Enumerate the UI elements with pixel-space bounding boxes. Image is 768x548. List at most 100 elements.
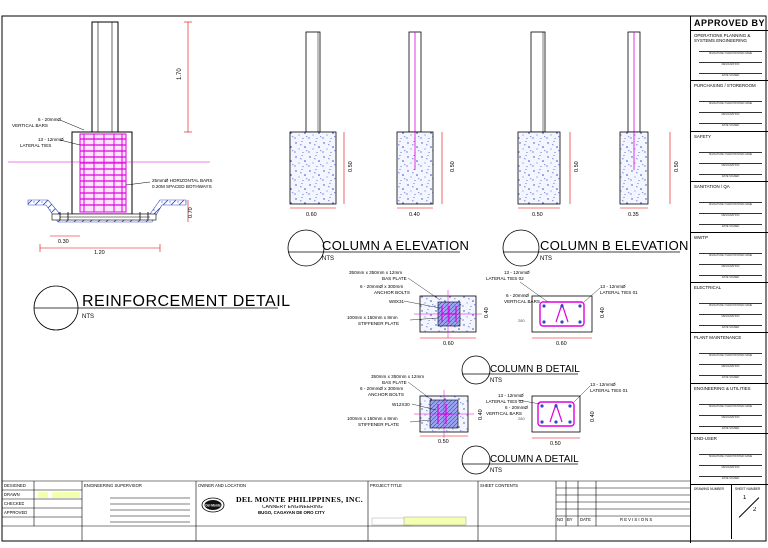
approval-panel: APPROVED BY OPERATIONS PLANNING & SYSTEM… xyxy=(690,16,768,543)
b-anchor-2: ANCHOR BOLTS xyxy=(374,290,410,295)
checked-label: CHECKED xyxy=(4,501,25,506)
col-a-elev-nts: NTS xyxy=(322,256,334,262)
approval-date-line[interactable]: DATE SIGNED xyxy=(699,274,762,279)
col-b-elev-nts: NTS xyxy=(540,256,552,262)
vertical-bars-label-1: 6 - 20mmØ xyxy=(38,117,61,122)
b-lat02-2: LATERAL TIES 02 xyxy=(486,276,524,281)
approval-section: OPERATIONS PLANNING & SYSTEMS ENGINEERIN… xyxy=(691,31,768,82)
department-name: CANNERY ENGINEERING xyxy=(262,505,323,510)
column-b-detail: 0.60 0.40 350mm x 350mm x 12mm BAS PLATE… xyxy=(347,270,638,385)
approval-designation-line[interactable]: DESIGNATION xyxy=(699,263,762,268)
a-lat01-1: 13 - 12mmØ xyxy=(590,382,616,387)
approval-section-label: PLANT MAINTENANCE xyxy=(694,335,742,341)
a-anchor-1: 6 - 20mmØ x 300mm xyxy=(360,386,403,391)
b-base-plate-1: 350mm x 350mm x 12mm xyxy=(349,270,402,275)
vertical-bars-label-2: VERTICAL BARS xyxy=(12,123,48,128)
approval-designation-line[interactable]: DESIGNATION xyxy=(699,364,762,368)
a-lat02-1: 13 - 12mmØ xyxy=(498,393,524,398)
a-lat02-2: LATERAL TIES 02 xyxy=(486,399,524,404)
approval-section-label: END-USER xyxy=(694,436,717,442)
approval-signature-line[interactable]: SIGNATURE OVER PRINTED NAME xyxy=(699,151,762,156)
b-lat02-1: 13 - 12mmØ xyxy=(504,270,530,275)
b-stiffener-1: 100mm x 150mm x 8mm xyxy=(347,315,398,320)
b-plan2-dim: 0.60 xyxy=(556,341,567,347)
approval-signature-line[interactable]: SIGNATURE OVER PRINTED NAME xyxy=(699,454,762,458)
designed-label: DESIGNED xyxy=(4,483,26,488)
a-stiffener-1: 100mm x 150mm x 8mm xyxy=(347,416,398,421)
approval-date-line[interactable]: DATE SIGNED xyxy=(699,425,762,430)
approval-designation-line[interactable]: DESIGNATION xyxy=(699,414,762,419)
reinforcement-nts: NTS xyxy=(82,314,94,320)
a-w12: W12X30 xyxy=(392,402,410,407)
approval-signature-line[interactable]: SIGNATURE OVER PRINTED NAME xyxy=(699,302,762,307)
col-b-detail-nts: NTS xyxy=(490,378,502,384)
b-lat01-1: 13 - 12mmØ xyxy=(600,284,626,289)
approval-designation-line[interactable]: DESIGNATION xyxy=(699,213,762,217)
sheet-value-top: 1 xyxy=(743,494,747,501)
approval-section: ENGINEERING & UTILITIES SIGNATURE OVER PR… xyxy=(691,384,768,435)
project-title-label: PROJECT TITLE xyxy=(370,483,402,488)
lateral-ties-label-2: LATERAL TIES xyxy=(20,143,51,148)
approval-section-label: SANITATION / QA xyxy=(694,184,730,190)
b-plan2-dimv: 0.40 xyxy=(600,307,606,318)
approval-designation-line[interactable]: DESIGNATION xyxy=(699,465,762,469)
approval-designation-line[interactable]: DESIGNATION xyxy=(699,162,762,167)
approval-date-line[interactable]: DATE SIGNED xyxy=(699,324,762,329)
a-lat01-2: LATERAL TIES 01 xyxy=(590,388,628,393)
approval-section: SANITATION / QA SIGNATURE OVER PRINTED NA… xyxy=(691,182,768,233)
approval-section-label: OPERATIONS PLANNING & SYSTEMS ENGINEERIN… xyxy=(694,33,751,43)
a-plan2-dim: 0.50 xyxy=(550,441,561,447)
dim-pad: 0.30 xyxy=(58,239,69,245)
approval-section: END-USER SIGNATURE OVER PRINTED NAME DESIG… xyxy=(691,434,768,485)
horizontal-bars-label-1: 25mmØ HORIZONTAL BARS xyxy=(152,178,213,183)
svg-text:280: 280 xyxy=(518,318,525,323)
approval-section: WWTP SIGNATURE OVER PRINTED NAME DESIGNATI… xyxy=(691,233,768,283)
lateral-ties-label-1: 13 - 12mmØ xyxy=(38,137,64,142)
approval-designation-line[interactable]: DESIGNATION xyxy=(699,313,762,318)
sheet-contents-label: SHEET CONTENTS xyxy=(480,483,519,488)
col-b-elev-title: COLUMN B ELEVATION xyxy=(540,238,689,253)
drawn-label: DRAWN xyxy=(4,492,20,497)
col-a-dim-050: 0.50 xyxy=(348,161,354,172)
b-stiffener-2: STIFFENER PLATE xyxy=(358,321,399,326)
a-anchor-2: ANCHOR BOLTS xyxy=(368,392,404,397)
approval-date-line[interactable]: DATE SIGNED xyxy=(699,123,762,127)
approval-signature-line[interactable]: SIGNATURE OVER PRINTED NAME xyxy=(699,252,762,257)
column-b-elevation: 0.50 0.50 0.35 0.50 COLUMN B ELEVATION N… xyxy=(502,31,689,267)
logo-inner xyxy=(204,500,222,510)
col-a-dim-050b: 0.50 xyxy=(450,161,456,172)
approval-section-label: WWTP xyxy=(694,234,708,240)
approval-date-line[interactable]: DATE SIGNED xyxy=(699,476,762,480)
approval-date-line[interactable]: DATE SIGNED xyxy=(699,173,762,178)
a-vert-1: 6 - 20mmØ xyxy=(505,405,528,410)
approval-date-line[interactable]: DATE SIGNED xyxy=(699,375,762,379)
revisions-label: R E V I S I O N S xyxy=(620,517,653,522)
dim-height: 1.70 xyxy=(177,68,183,80)
b-vert-2: VERTICAL BARS xyxy=(504,299,540,304)
approval-section-label: PURCHASING / STOREROOM xyxy=(694,83,756,89)
approval-signature-line[interactable]: SIGNATURE OVER PRINTED NAME xyxy=(699,101,762,105)
col-b-dim-035: 0.35 xyxy=(628,212,639,218)
col-b-dim-050v2: 0.50 xyxy=(674,161,680,172)
b-plan1-dimv: 0.40 xyxy=(484,307,490,318)
eng-supervisor-label: ENGINEERING SUPERVISOR xyxy=(84,483,142,488)
company-name: DEL MONTE PHILIPPINES, INC. xyxy=(236,496,364,504)
approval-signature-line[interactable]: SIGNATURE OVER PRINTED NAME xyxy=(699,353,762,357)
col-a-detail-nts: NTS xyxy=(490,468,502,474)
approval-designation-line[interactable]: DESIGNATION xyxy=(699,62,762,66)
col-a-detail-title: COLUMN A DETAIL xyxy=(490,454,579,465)
approval-section-label: ENGINEERING & UTILITIES xyxy=(694,385,751,391)
col-b-dim-050: 0.50 xyxy=(532,212,543,218)
a-base-plate-2: BAS PLATE xyxy=(382,380,407,385)
approval-signature-line[interactable]: SIGNATURE OVER PRINTED NAME xyxy=(699,51,762,55)
approval-designation-line[interactable]: DESIGNATION xyxy=(699,112,762,116)
approval-section: PURCHASING / STOREROOM SIGNATURE OVER PRI… xyxy=(691,81,768,132)
col-a-dim-040: 0.40 xyxy=(409,212,420,218)
approval-signature-line[interactable]: SIGNATURE OVER PRINTED NAME xyxy=(699,403,762,408)
dim-base-width: 1.20 xyxy=(94,250,105,256)
approval-signature-line[interactable]: SIGNATURE OVER PRINTED NAME xyxy=(699,202,762,206)
approval-date-line[interactable]: DATE SIGNED xyxy=(699,73,762,77)
approval-date-line[interactable]: DATE SIGNED xyxy=(699,224,762,228)
